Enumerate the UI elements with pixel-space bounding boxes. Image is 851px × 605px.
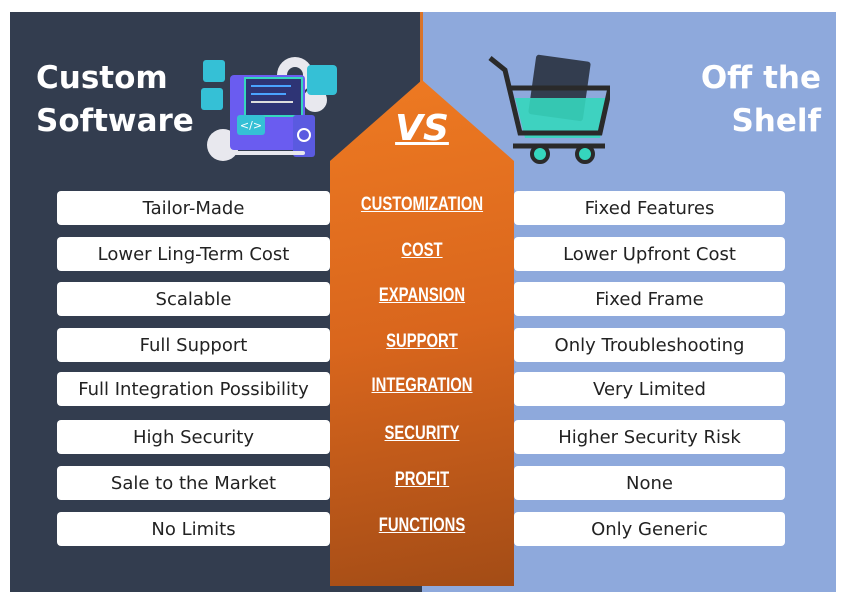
criteria-arrow: [330, 80, 514, 586]
custom-value: Tailor-Made: [57, 191, 330, 225]
off-the-shelf-title: Off the Shelf: [700, 60, 821, 139]
custom-value: Scalable: [57, 282, 330, 316]
software-development-icon: </>: [201, 57, 337, 161]
off-shelf-value: Fixed Frame: [514, 282, 785, 316]
criterion-label: SUPPORT: [386, 331, 458, 352]
svg-text:</>: </>: [240, 119, 262, 132]
custom-value: Sale to the Market: [57, 466, 330, 500]
divider: [420, 12, 423, 92]
criterion-label: CUSTOMIZATION: [360, 194, 484, 215]
criterion-label: EXPANSION: [378, 285, 466, 306]
off-shelf-value: Fixed Features: [514, 191, 785, 225]
custom-value: High Security: [57, 420, 330, 454]
off-shelf-value: Only Generic: [514, 512, 785, 546]
custom-value: Full Integration Possibility: [57, 372, 330, 406]
criterion-label: FUNCTIONS: [378, 515, 466, 536]
criterion-label: PROFIT: [394, 469, 450, 490]
vs-label: VS: [395, 108, 449, 149]
off-shelf-value: Lower Upfront Cost: [514, 237, 785, 271]
custom-value: Full Support: [57, 328, 330, 362]
custom-software-title: Custom Software: [36, 60, 194, 139]
custom-value: Lower Ling-Term Cost: [57, 237, 330, 271]
shopping-cart-icon: [488, 54, 610, 164]
criterion-label: COST: [401, 240, 443, 261]
off-shelf-value: Very Limited: [514, 372, 785, 406]
criterion-label: SECURITY: [384, 423, 460, 444]
off-shelf-value: None: [514, 466, 785, 500]
custom-value: No Limits: [57, 512, 330, 546]
off-shelf-value: Higher Security Risk: [514, 420, 785, 454]
off-shelf-value: Only Troubleshooting: [514, 328, 785, 362]
criterion-label: INTEGRATION: [371, 375, 473, 396]
